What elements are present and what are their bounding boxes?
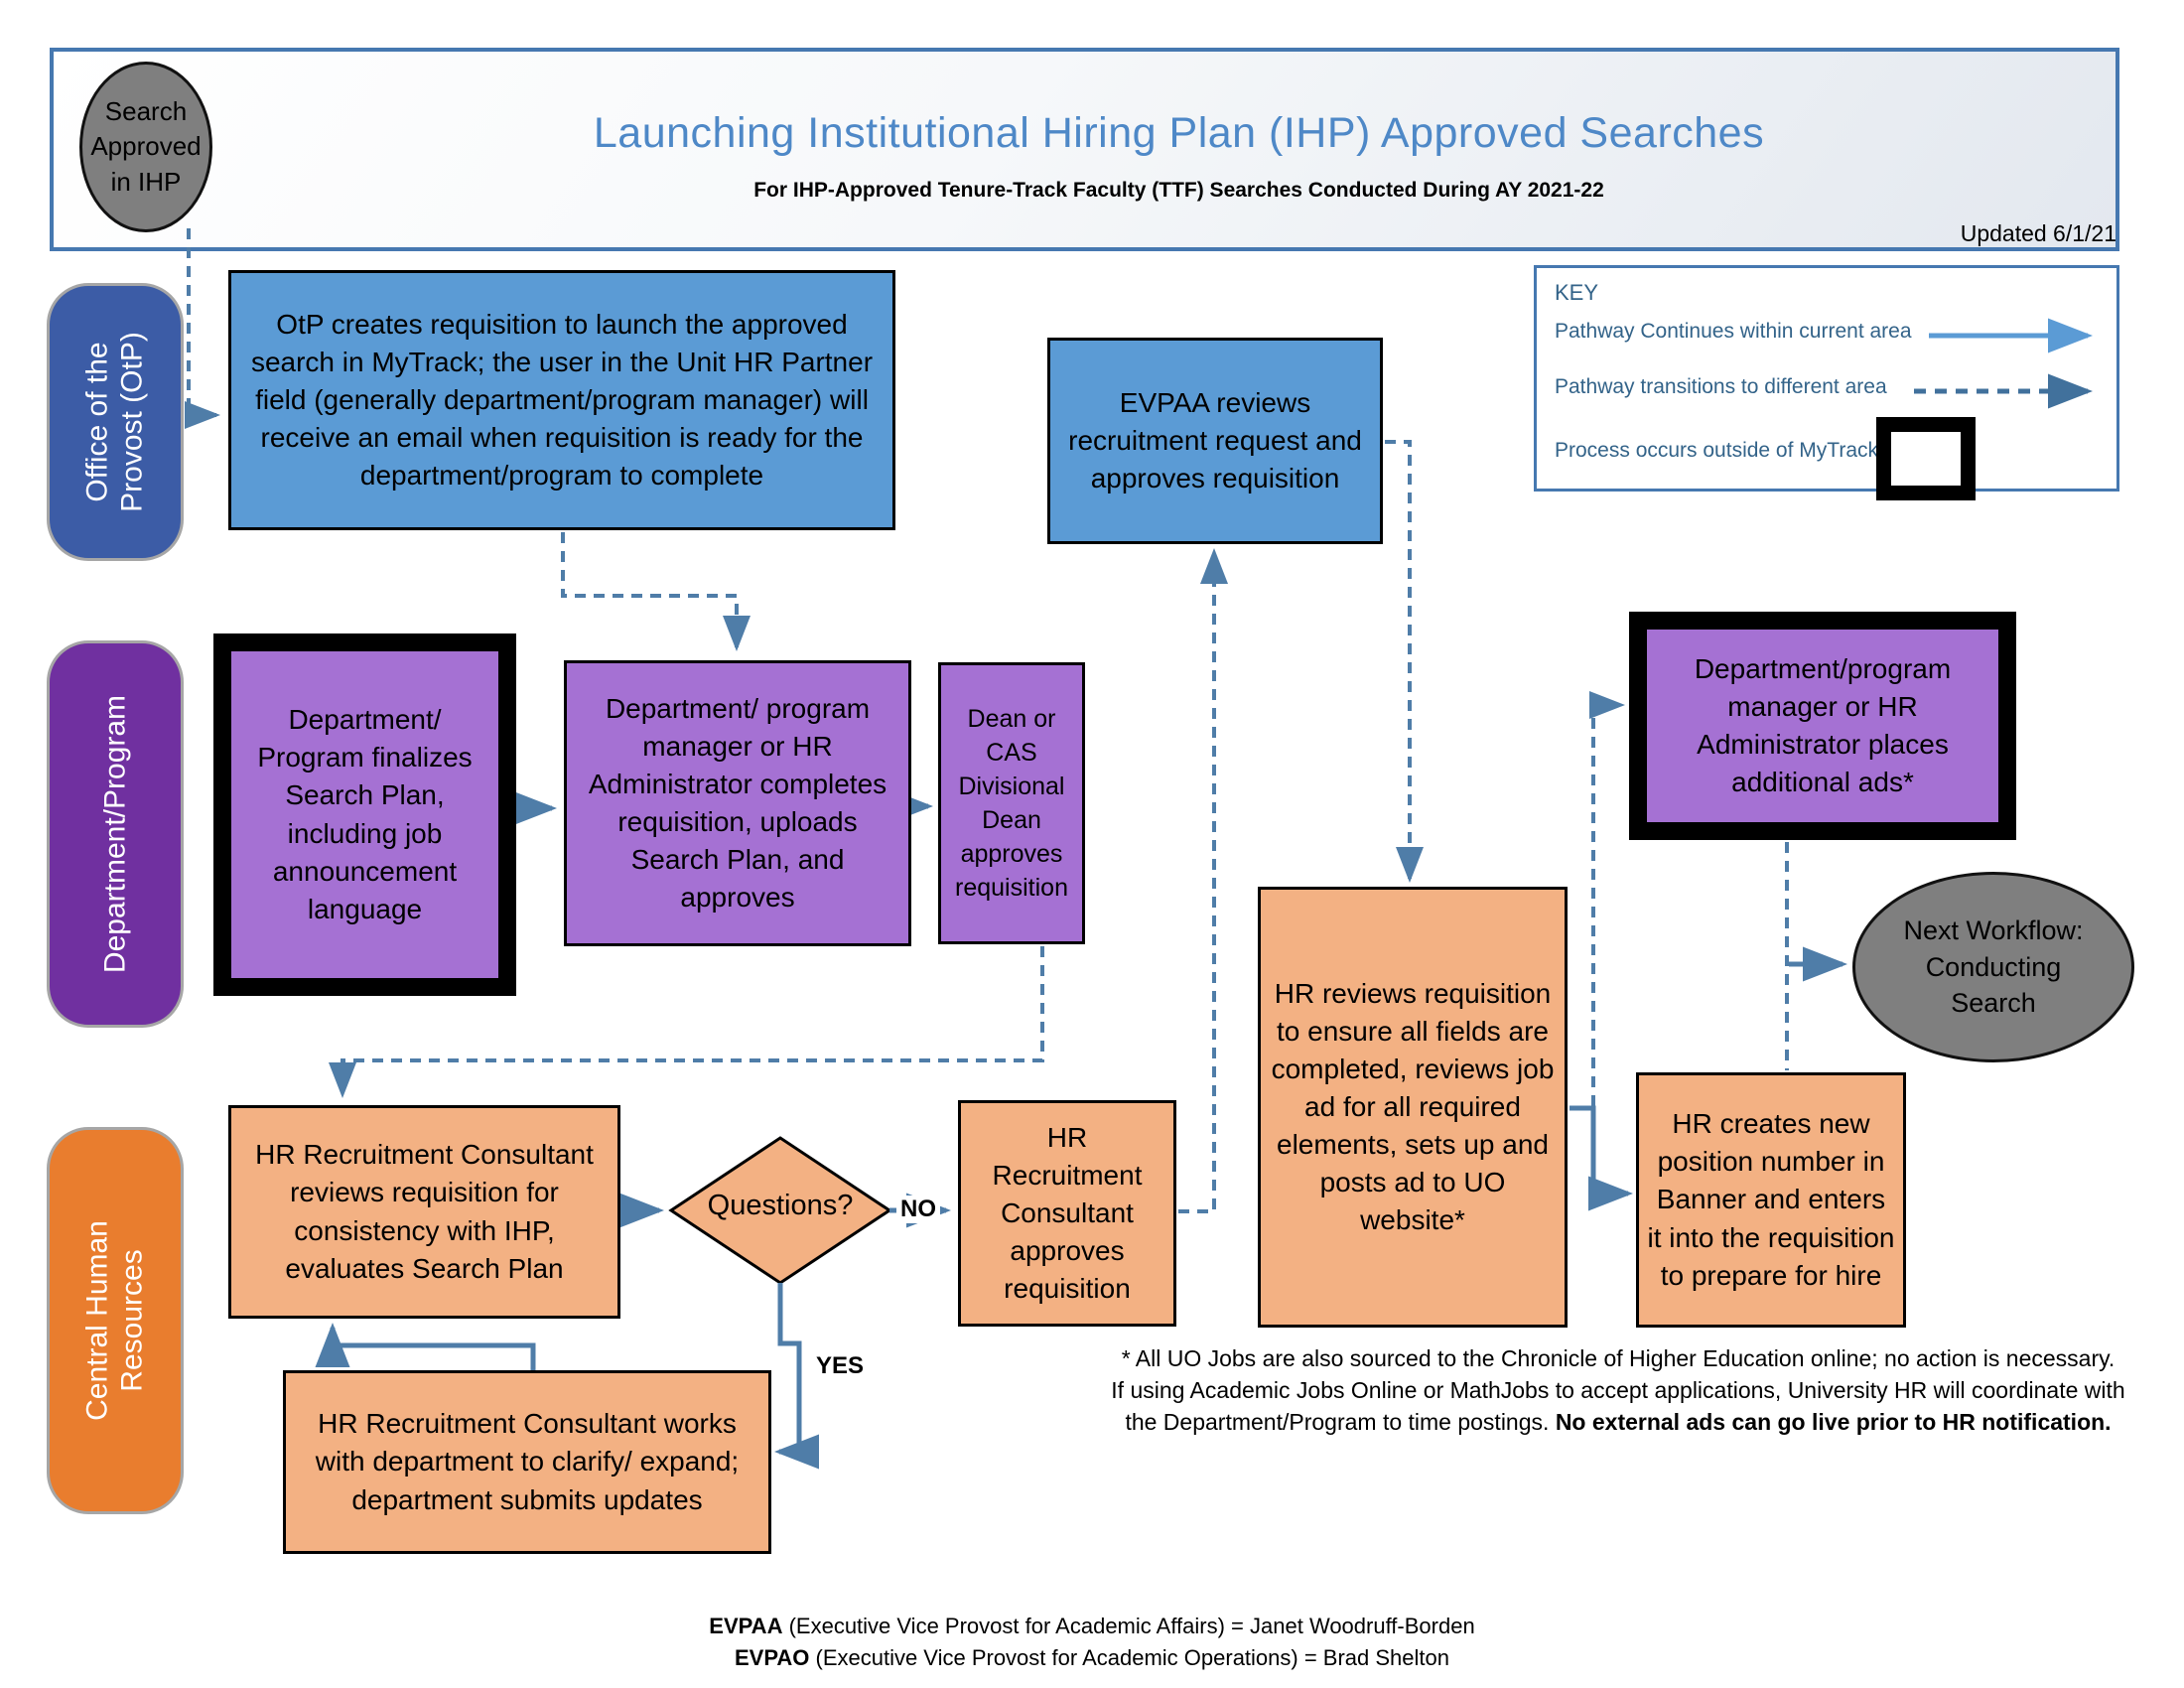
connector-otp-to-completes <box>561 532 751 651</box>
footnote-block: * All UO Jobs are also sourced to the Ch… <box>1102 1342 2134 1439</box>
legend-evpaa-abbr: EVPAA <box>709 1614 783 1638</box>
node-hr-creates-position-number: HR creates new position number in Banner… <box>1636 1072 1906 1328</box>
footnote-line2-bold: No external ads can go live prior to HR … <box>1555 1409 2112 1436</box>
node-places-additional-ads: Department/program manager or HR Adminis… <box>1629 612 2016 840</box>
key-solid-arrow-icon <box>1929 318 2093 353</box>
header-band: Launching Institutional Hiring Plan (IHP… <box>50 48 2119 251</box>
legend-evpaa-text: (Executive Vice Provost for Academic Aff… <box>782 1614 1475 1638</box>
next-workflow-terminator: Next Workflow: Conducting Search <box>1852 872 2134 1062</box>
connector-approves-to-evpaa <box>1178 548 1228 1213</box>
key-dashed-arrow-icon <box>1914 373 2093 409</box>
key-outside-mytrack-swatch-icon <box>1876 417 1976 500</box>
page-subtitle: For IHP-Approved Tenure-Track Faculty (T… <box>753 179 1604 202</box>
connector-works-to-reviews <box>315 1323 536 1370</box>
start-terminator: Search Approved in IHP <box>79 62 212 232</box>
node-dept-finalizes-search-plan: Department/ Program finalizes Search Pla… <box>213 633 516 996</box>
lane-central-human-resources: Central Human Resources <box>47 1127 184 1514</box>
legend-line-evpao: EVPAO (Executive Vice Provost for Academ… <box>298 1642 1886 1674</box>
key-title: KEY <box>1555 280 1599 305</box>
branch-label-no: NO <box>896 1196 940 1223</box>
updated-date: Updated 6/1/21 <box>1960 220 2116 246</box>
connector-dean-to-hr-reviews <box>329 946 1044 1098</box>
legend-evpao-abbr: EVPAO <box>734 1644 810 1670</box>
branch-label-yes: YES <box>812 1352 869 1380</box>
page-title: Launching Institutional Hiring Plan (IHP… <box>593 109 1765 157</box>
legend-evpao-text: (Executive Vice Provost for Academic Ope… <box>809 1644 1450 1670</box>
node-manager-completes-requisition: Department/ program manager or HR Admini… <box>564 660 911 946</box>
legend-line-evpaa: EVPAA (Executive Vice Provost for Academ… <box>298 1611 1886 1642</box>
key-item-outside-label: Process occurs outside of MyTrack <box>1555 439 1878 462</box>
node-evpaa-reviews: EVPAA reviews recruitment request and ap… <box>1047 338 1383 544</box>
connector-start-to-otp <box>185 228 220 429</box>
connector-evpaa-to-posts <box>1385 440 1424 883</box>
key-box: KEY Pathway Continues within current are… <box>1534 265 2119 500</box>
node-hr-works-with-department: HR Recruitment Consultant works with dep… <box>283 1370 771 1554</box>
footnote-line1: * All UO Jobs are also sourced to the Ch… <box>1121 1345 2116 1371</box>
abbreviation-legend: EVPAA (Executive Vice Provost for Academ… <box>298 1611 1886 1674</box>
connector-yes-to-works <box>774 1283 819 1470</box>
lane-department-program: Department/Program <box>47 640 184 1028</box>
node-otp-creates-requisition: OtP creates requisition to launch the ap… <box>228 270 895 530</box>
connector-posts-to-banner <box>1570 1105 1633 1211</box>
node-hr-posts-ad: HR reviews requisition to ensure all fie… <box>1258 887 1568 1328</box>
key-item-dashed-label: Pathway transitions to different area <box>1555 375 1887 398</box>
footnote-line2: If using Academic Jobs Online or MathJob… <box>1111 1377 2125 1436</box>
node-dean-approves: Dean or CAS Divisional Dean approves req… <box>938 662 1085 944</box>
node-hr-consultant-reviews: HR Recruitment Consultant reviews requis… <box>228 1105 620 1319</box>
lane-office-of-the-provost: Office of the Provost (OtP) <box>47 283 184 561</box>
connector-posts-to-places-ads <box>1589 691 1625 1106</box>
node-hr-consultant-approves: HR Recruitment Consultant approves requi… <box>958 1100 1176 1327</box>
decision-label: Questions? <box>707 1190 854 1221</box>
key-item-solid-label: Pathway Continues within current area <box>1555 320 1912 343</box>
